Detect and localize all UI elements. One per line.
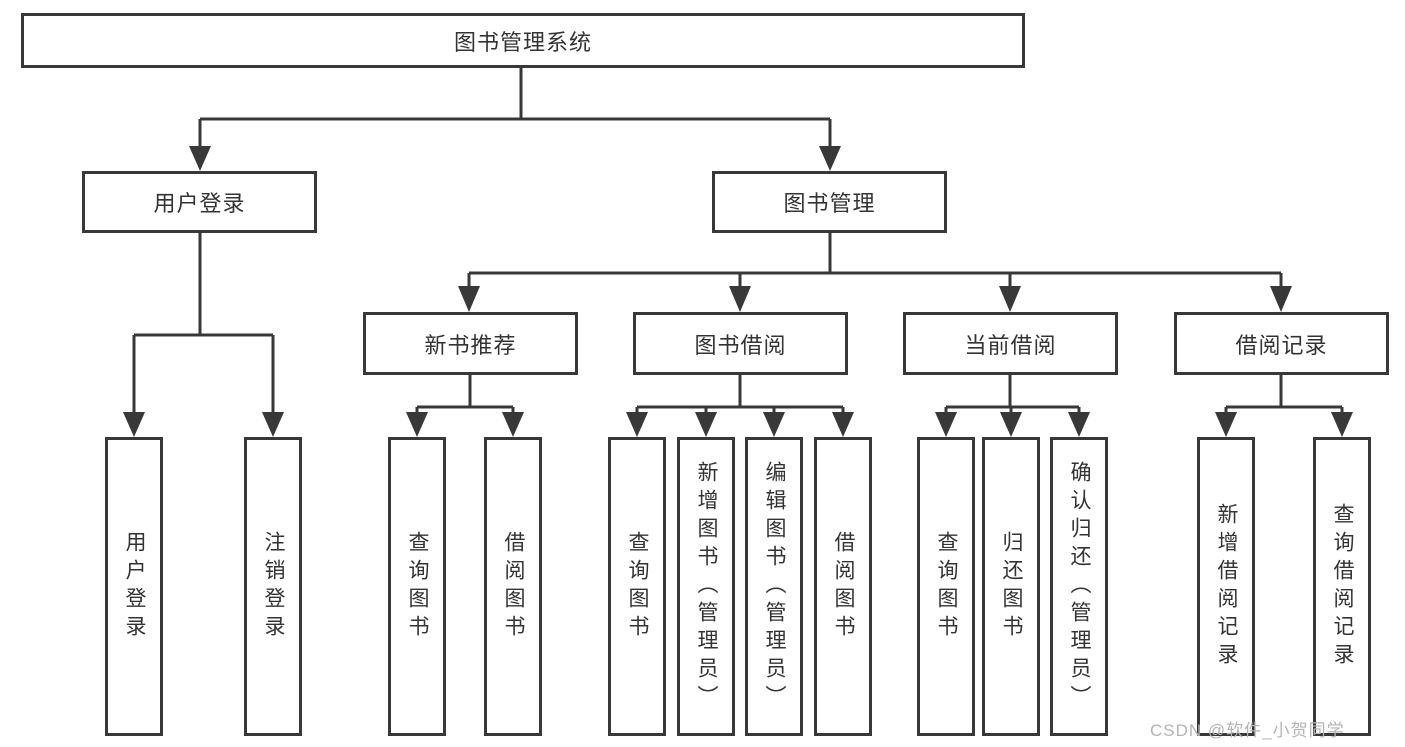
arrowhead-down-icon [123,412,145,437]
arrowhead-down-icon [458,286,480,312]
arrowhead-down-icon [1215,412,1237,437]
leaf-logout: 注销登录 [244,437,302,736]
leaf-borrow-books: 借阅图书 [814,437,872,736]
arrowhead-down-icon [189,146,211,171]
csdn-watermark: CSDN @软件_小贺同学 [1150,721,1345,740]
connector-lines [132,68,1344,414]
arrowhead-down-icon [1270,286,1292,312]
arrowhead-down-icon [1331,412,1353,437]
arrowhead-down-icon [626,412,648,437]
arrowhead-down-icon [262,412,284,437]
leaf-return-books: 归还图书 [982,437,1040,736]
arrowhead-down-icon [999,286,1021,312]
arrowhead-down-icon [729,286,751,312]
arrowhead-down-icons [123,146,1353,437]
node-library-management-system: 图书管理系统 [21,13,1025,68]
arrowhead-down-icon [763,412,785,437]
arrowhead-down-icon [935,412,957,437]
node-borrow-records: 借阅记录 [1174,312,1389,375]
node-book-borrow: 图书借阅 [633,312,848,375]
node-new-book-recommend: 新书推荐 [363,312,578,375]
leaf-query-books-recommend: 查询图书 [388,437,446,736]
arrowhead-down-icon [1000,412,1022,437]
leaf-query-borrow-record: 查询借阅记录 [1313,437,1371,736]
leaf-confirm-return-admin: 确认归还（管理员） [1050,437,1108,736]
node-book-management: 图书管理 [712,171,947,233]
arrowhead-down-icon [695,412,717,437]
leaf-query-books-current: 查询图书 [917,437,975,736]
leaf-edit-books-admin: 编辑图书（管理员） [745,437,803,736]
leaf-add-borrow-record: 新增借阅记录 [1197,437,1255,736]
arrowhead-down-icon [819,146,841,171]
arrowhead-down-icon [502,412,524,437]
leaf-user-login: 用户登录 [105,437,163,736]
arrowhead-down-icon [406,412,428,437]
node-current-borrow: 当前借阅 [903,312,1118,375]
arrowhead-down-icon [1068,412,1090,437]
node-user-login: 用户登录 [82,171,317,233]
leaf-borrow-books-recommend: 借阅图书 [484,437,542,736]
arrowhead-down-icon [832,412,854,437]
leaf-query-books-borrow: 查询图书 [608,437,666,736]
leaf-add-books-admin: 新增图书（管理员） [677,437,735,736]
